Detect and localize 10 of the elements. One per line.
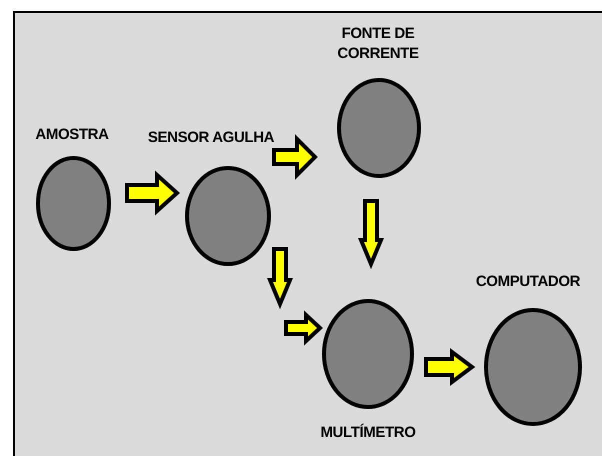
node-label: MULTÍMETRO: [319, 423, 417, 443]
block-arrow: [424, 348, 476, 386]
node-label: COMPUTADOR: [474, 272, 582, 292]
node-label: FONTE DE CORRENTE: [336, 24, 420, 64]
block-arrow: [125, 170, 180, 216]
node-label: AMOSTRA: [34, 125, 110, 145]
node-label: SENSOR AGULHA: [146, 128, 276, 148]
block-arrow: [358, 199, 384, 270]
block-arrow: [267, 247, 323, 346]
block-arrow: [272, 134, 318, 180]
